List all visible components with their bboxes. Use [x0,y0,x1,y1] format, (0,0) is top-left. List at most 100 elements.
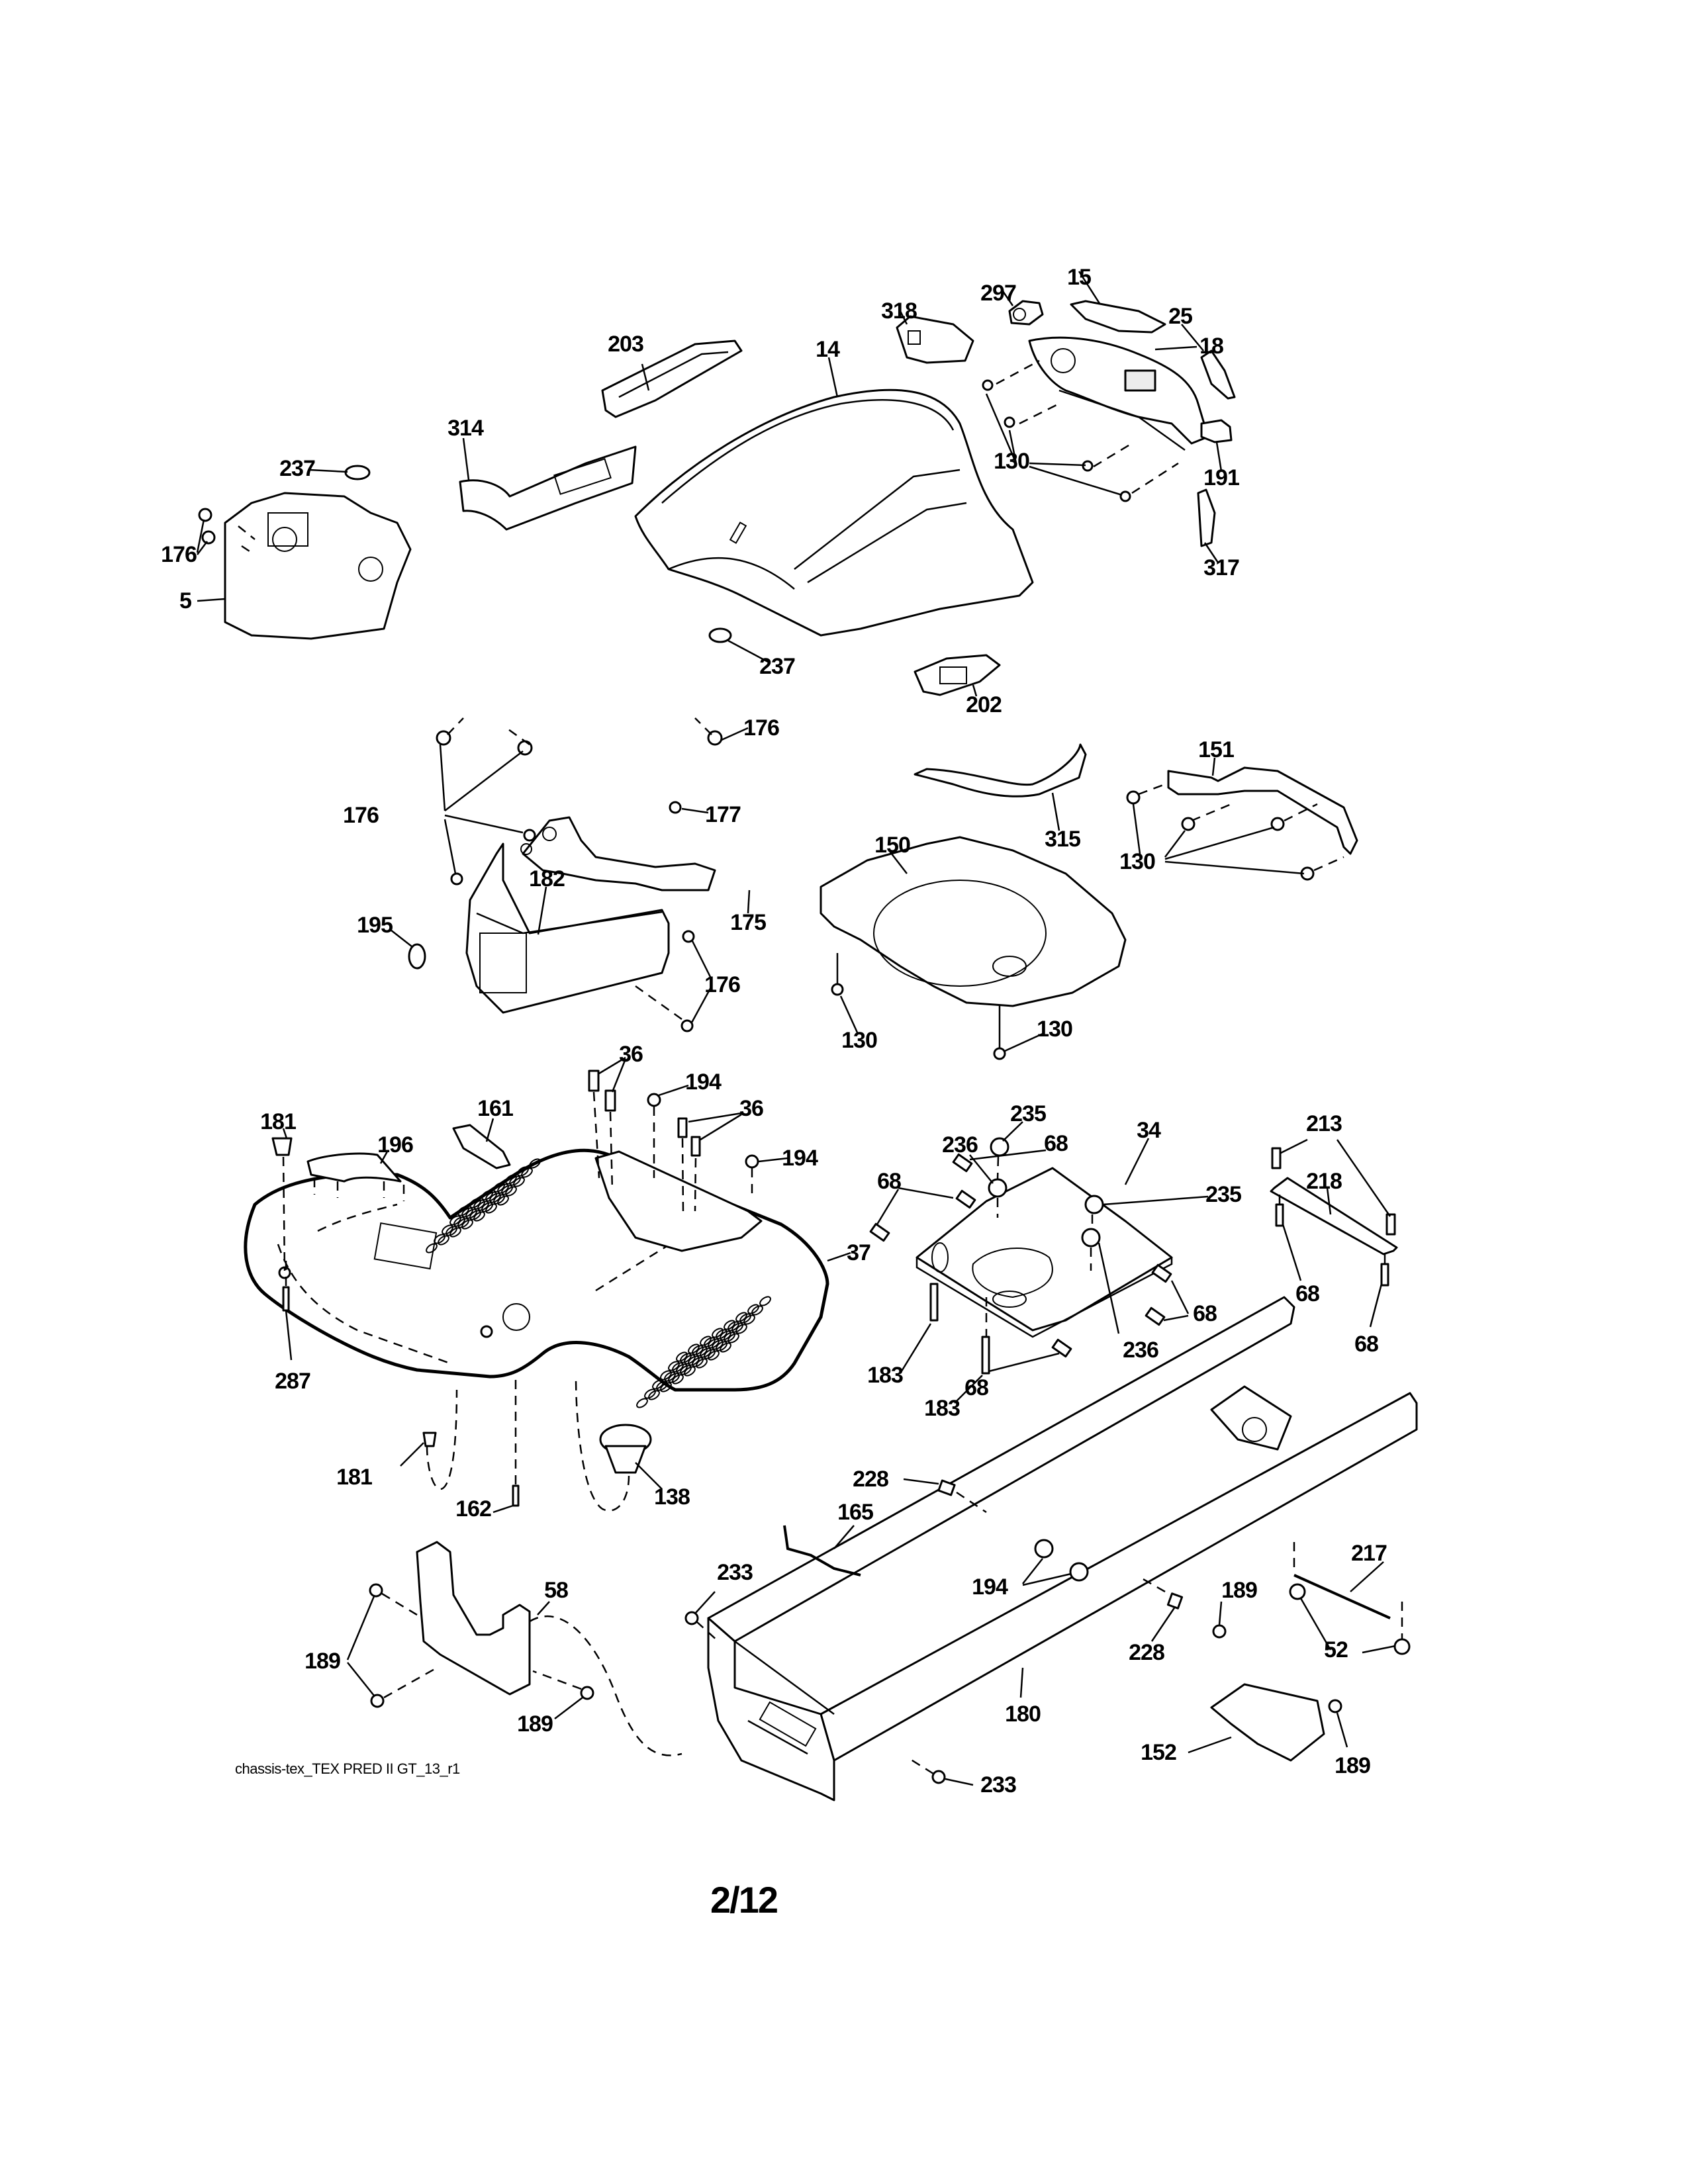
screw-189[interactable] [369,1583,383,1598]
callout-202[interactable]: 202 [966,692,1002,717]
callout-236[interactable]: 236 [942,1132,978,1158]
callout-194[interactable]: 194 [972,1574,1008,1600]
callout-183[interactable]: 183 [867,1363,904,1388]
part-196[interactable] [306,1152,402,1183]
callout-194[interactable]: 194 [685,1069,722,1095]
callout-130[interactable]: 130 [841,1028,878,1053]
callout-233[interactable]: 233 [980,1772,1017,1797]
callout-176[interactable]: 176 [343,803,379,828]
part-152[interactable] [1210,1683,1325,1762]
callout-151[interactable]: 151 [1198,737,1235,762]
part-161[interactable] [452,1124,511,1169]
bolt-68[interactable] [1145,1306,1166,1326]
bolt-36[interactable] [677,1117,688,1138]
callout-37[interactable]: 37 [847,1240,871,1265]
bolt-213[interactable] [1385,1213,1396,1236]
callout-152[interactable]: 152 [1141,1740,1177,1765]
screw-130[interactable] [1119,490,1131,502]
part-housing-5[interactable] [224,492,412,640]
callout-130[interactable]: 130 [994,449,1030,474]
screw-189[interactable] [580,1686,594,1700]
screw-130[interactable] [1126,790,1141,805]
callout-175[interactable]: 175 [730,910,767,935]
callout-36[interactable]: 36 [619,1042,643,1067]
callout-318[interactable]: 318 [881,298,917,324]
bracket-218[interactable] [1270,1177,1398,1255]
part-297[interactable] [1008,300,1044,326]
callout-235[interactable]: 235 [1205,1182,1242,1207]
screw-233[interactable] [684,1611,699,1625]
screw-130[interactable] [993,1047,1006,1060]
callout-236[interactable]: 236 [1123,1338,1159,1363]
callout-177[interactable]: 177 [705,802,741,827]
callout-237[interactable]: 237 [279,456,316,481]
callout-18[interactable]: 18 [1199,334,1224,359]
clip-181[interactable] [422,1432,437,1447]
callout-68[interactable]: 68 [1354,1332,1379,1357]
part-cover-150[interactable] [820,836,1127,1007]
callout-235[interactable]: 235 [1010,1101,1047,1126]
callout-162[interactable]: 162 [455,1496,492,1522]
callout-189[interactable]: 189 [1335,1753,1371,1778]
rivet-176[interactable] [436,730,451,746]
screw-189[interactable] [1328,1699,1342,1713]
callout-287[interactable]: 287 [275,1369,311,1394]
part-317[interactable] [1197,488,1216,547]
callout-183[interactable]: 183 [924,1396,961,1421]
callout-196[interactable]: 196 [377,1132,414,1158]
screw-130[interactable] [982,379,994,391]
part-15[interactable] [1070,300,1166,334]
clip-181[interactable] [271,1137,293,1156]
part-plate-34[interactable] [915,1167,1173,1338]
screw-130[interactable] [1004,416,1015,428]
part-25[interactable] [1200,349,1236,400]
callout-189[interactable]: 189 [517,1711,553,1737]
callout-5[interactable]: 5 [179,588,192,614]
part-314[interactable] [459,445,637,531]
part-bracket-175[interactable] [520,816,716,891]
callout-191[interactable]: 191 [1203,465,1240,490]
callout-14[interactable]: 14 [816,337,840,362]
callout-25[interactable]: 25 [1168,304,1193,329]
part-318[interactable] [896,315,974,364]
nut-194[interactable] [647,1093,661,1107]
callout-181[interactable]: 181 [336,1465,373,1490]
screw-189[interactable] [1212,1624,1227,1639]
callout-130[interactable]: 130 [1037,1017,1073,1042]
callout-203[interactable]: 203 [608,332,644,357]
rivet-176[interactable] [198,508,212,522]
grommet-138[interactable] [599,1424,652,1474]
washer-52[interactable] [1289,1583,1306,1600]
callout-181[interactable]: 181 [260,1109,297,1134]
callout-217[interactable]: 217 [1351,1541,1387,1566]
callout-317[interactable]: 317 [1203,555,1240,580]
part-237-plug[interactable] [708,627,732,643]
callout-315[interactable]: 315 [1045,827,1081,852]
bolt-68[interactable] [955,1189,976,1209]
screw-233[interactable] [931,1770,946,1784]
pin-228[interactable] [1166,1592,1184,1610]
callout-68[interactable]: 68 [1295,1281,1320,1306]
callout-176[interactable]: 176 [161,542,197,567]
nut-236[interactable] [1081,1228,1101,1248]
callout-150[interactable]: 150 [874,833,911,858]
callout-233[interactable]: 233 [717,1560,753,1585]
part-dash-18[interactable] [1028,336,1209,451]
callout-68[interactable]: 68 [877,1169,902,1194]
bolt-36[interactable] [604,1089,616,1112]
rivet-176[interactable] [201,530,216,545]
callout-218[interactable]: 218 [1306,1169,1342,1194]
nut-194[interactable] [1034,1539,1054,1559]
callout-130[interactable]: 130 [1119,849,1156,874]
callout-165[interactable]: 165 [837,1500,874,1525]
callout-34[interactable]: 34 [1137,1118,1161,1143]
callout-36[interactable]: 36 [739,1096,764,1121]
bolt-183[interactable] [929,1283,939,1322]
screw-287[interactable] [282,1286,290,1312]
callout-68[interactable]: 68 [1044,1131,1068,1156]
part-bracket-151[interactable] [1167,766,1358,855]
bushing-235[interactable] [1084,1195,1104,1214]
callout-228[interactable]: 228 [853,1467,889,1492]
part-195[interactable] [408,943,426,970]
bolt-213[interactable] [1271,1147,1282,1169]
